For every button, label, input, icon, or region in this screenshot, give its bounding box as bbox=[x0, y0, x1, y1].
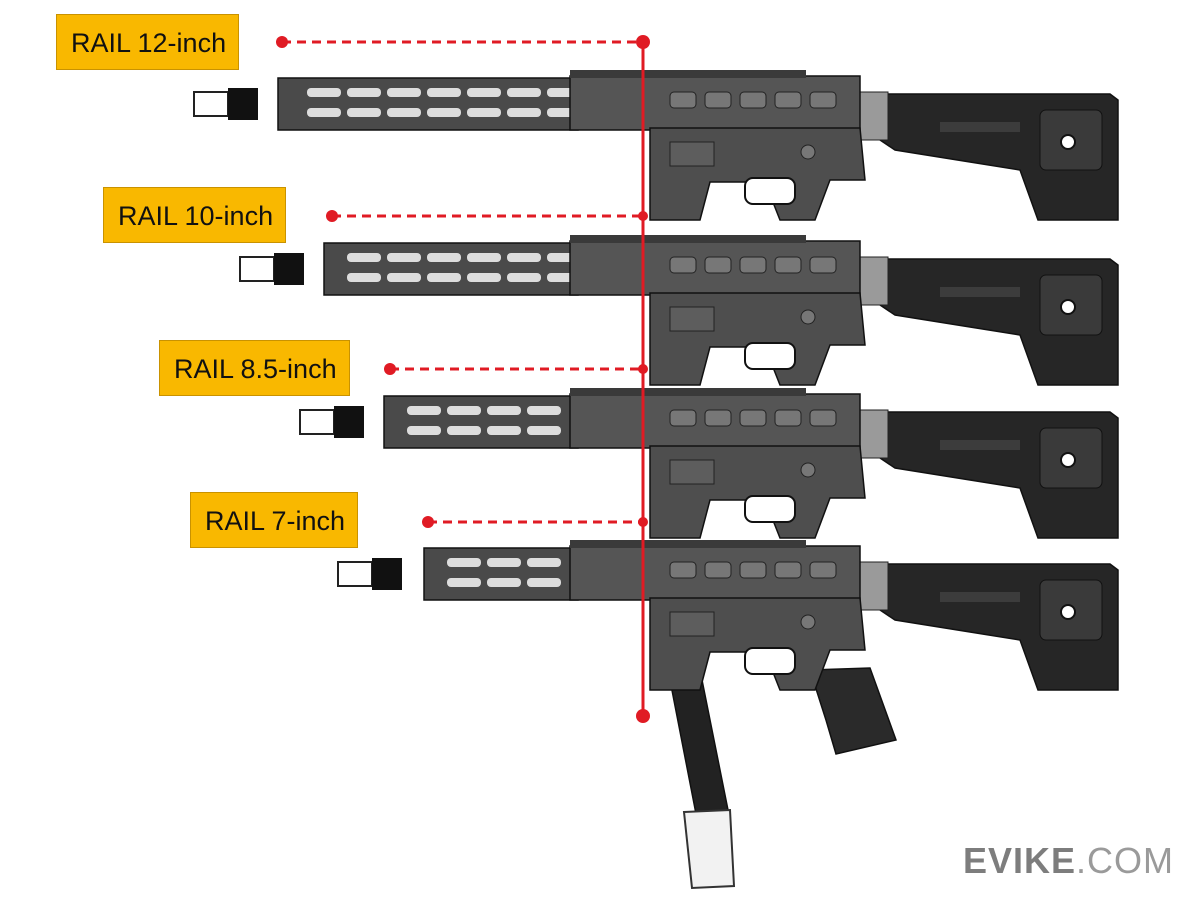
leader-rail-10 bbox=[326, 210, 648, 222]
leader-rail-7 bbox=[422, 516, 648, 528]
leader-rail-8-5 bbox=[384, 363, 648, 375]
rail-12-label: RAIL 12-inch bbox=[56, 14, 240, 70]
evike-watermark: EVIKE.COM bbox=[963, 840, 1174, 882]
rail-7-label: RAIL 7-inch bbox=[190, 492, 359, 548]
rail-8-5-label: RAIL 8.5-inch bbox=[159, 340, 350, 396]
rifle-rail-7 bbox=[337, 539, 1119, 890]
watermark-suffix: .COM bbox=[1076, 840, 1175, 881]
leader-rail-12 bbox=[276, 36, 643, 48]
watermark-brand: EVIKE bbox=[963, 840, 1077, 881]
rail-10-label: RAIL 10-inch bbox=[103, 187, 287, 243]
rifle-rail-12 bbox=[193, 69, 1119, 221]
reference-line-bottom-dot bbox=[636, 709, 650, 723]
rifle-rail-10 bbox=[239, 234, 1119, 386]
rifle-rail-8-5 bbox=[299, 387, 1119, 539]
